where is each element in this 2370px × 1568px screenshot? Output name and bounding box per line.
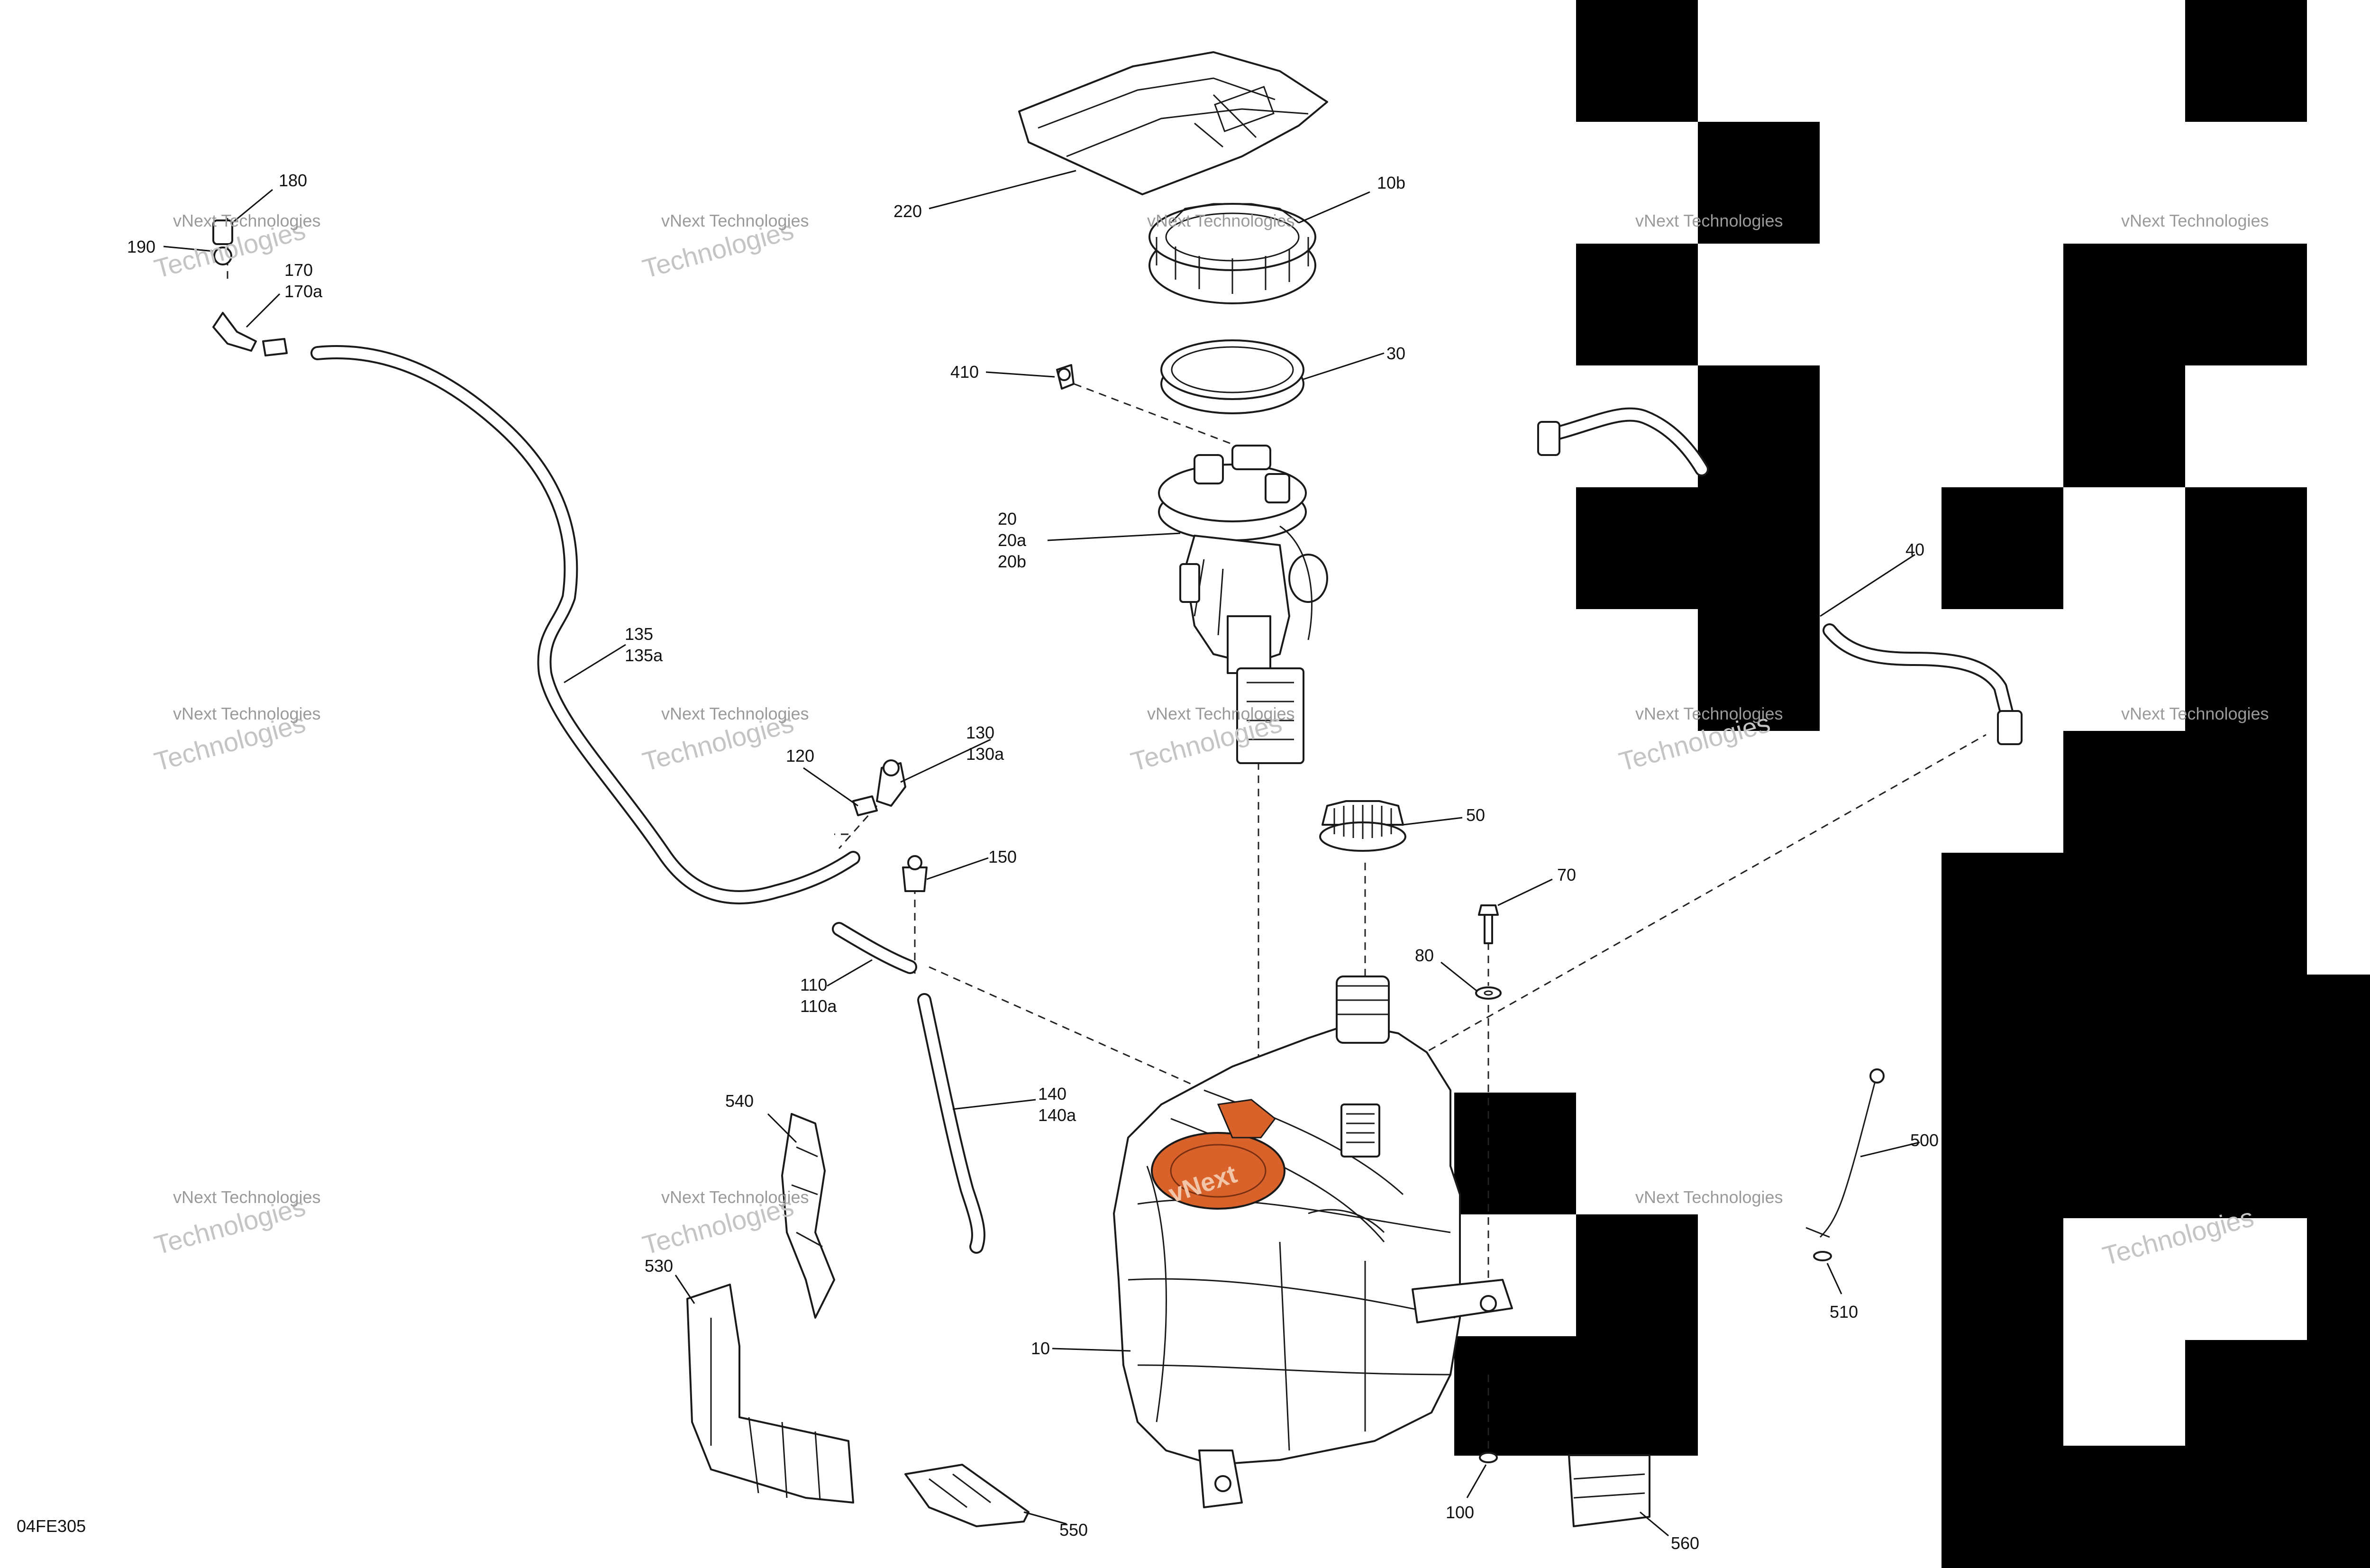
hose-140 [917, 993, 985, 1254]
cover-plate-220 [1018, 51, 1328, 195]
bolt-70 [1478, 904, 1499, 944]
callout-540: 540 [725, 1091, 754, 1111]
watermark: vNext Technologies [2121, 211, 2269, 230]
watermarks: Technologies vNext Technologies Technolo… [151, 211, 2269, 1271]
callout-70: 70 [1557, 865, 1576, 884]
callout-80: 80 [1415, 946, 1434, 965]
callout-135: 135 [625, 624, 653, 644]
callout-10: 10 [1031, 1339, 1050, 1358]
heat-shield-530 [686, 1284, 854, 1504]
hose-135 [310, 345, 860, 904]
redaction-blocks [1454, 0, 2370, 1568]
callout-530: 530 [645, 1256, 673, 1276]
hose-assembly-40 [1537, 407, 2023, 745]
bolt-100 [1479, 1452, 1498, 1463]
callout-50: 50 [1466, 805, 1485, 825]
watermark: vNext Technologies [661, 211, 809, 230]
dipstick-500 [1805, 1068, 1885, 1238]
watermark: vNext Technologies [173, 211, 321, 230]
callout-180: 180 [279, 171, 307, 190]
fuel-tank-10 [1113, 975, 1513, 1508]
fitting-170 [212, 312, 288, 356]
callout-550: 550 [1059, 1520, 1088, 1540]
heat-shield-550 [904, 1464, 1030, 1527]
callout-110a: 110a [800, 996, 837, 1016]
callout-10b: 10b [1377, 173, 1405, 192]
watermark: vNext Technologies [1147, 704, 1295, 723]
callout-190: 190 [127, 237, 155, 256]
heat-shield-540 [781, 1113, 835, 1319]
callout-510: 510 [1830, 1302, 1858, 1322]
connector-120 [852, 795, 878, 816]
callout-135a: 135a [625, 646, 663, 665]
callout-500: 500 [1910, 1130, 1939, 1150]
clip-410 [1056, 364, 1075, 390]
callout-40: 40 [1905, 540, 1924, 559]
callout-30: 30 [1386, 344, 1405, 363]
callout-130: 130 [966, 723, 994, 742]
washer-80 [1475, 986, 1502, 1000]
watermark: vNext Technologies [173, 704, 321, 723]
watermark: vNext Technologies [1635, 211, 1783, 230]
fuel-pump-module-20 [1158, 445, 1328, 764]
callout-150: 150 [988, 847, 1017, 866]
callout-20a: 20a [998, 530, 1027, 550]
connector-130 [876, 759, 906, 807]
fitting-180 [212, 219, 233, 265]
callout-labels: 180 190 170 170a 220 10b 410 30 20 20a 2… [17, 171, 1939, 1553]
diagram-code: 04FE305 [17, 1516, 86, 1536]
valve-150 [902, 855, 928, 892]
callout-20: 20 [998, 509, 1017, 529]
leader-lines [163, 170, 1920, 1537]
callout-410: 410 [950, 362, 979, 382]
seal-ring-30 [1160, 339, 1304, 414]
callout-170: 170 [284, 260, 313, 280]
seal-510 [1813, 1251, 1832, 1261]
callout-560: 560 [1671, 1533, 1699, 1553]
hose-110 [832, 922, 917, 974]
callout-220: 220 [893, 201, 922, 221]
callout-130a: 130a [966, 744, 1004, 764]
watermark: vNext Technologies [1635, 704, 1783, 723]
watermark: vNext Technologies [1635, 1187, 1783, 1207]
watermark: vNext Technologies [1147, 211, 1295, 230]
callout-170a: 170a [284, 282, 323, 301]
watermark: vNext Technologies [173, 1187, 321, 1207]
callout-120: 120 [786, 746, 814, 766]
callout-140: 140 [1038, 1084, 1066, 1103]
watermark: vNext Technologies [661, 704, 809, 723]
callout-110: 110 [800, 975, 827, 994]
callout-20b: 20b [998, 552, 1026, 571]
guard-560 [1568, 1454, 1650, 1527]
filler-cap-50 [1319, 800, 1406, 852]
callout-140a: 140a [1038, 1105, 1076, 1125]
lock-ring-10b [1149, 203, 1316, 304]
callout-100: 100 [1446, 1503, 1474, 1522]
watermark: vNext Technologies [2121, 704, 2269, 723]
watermark: vNext Technologies [661, 1187, 809, 1207]
